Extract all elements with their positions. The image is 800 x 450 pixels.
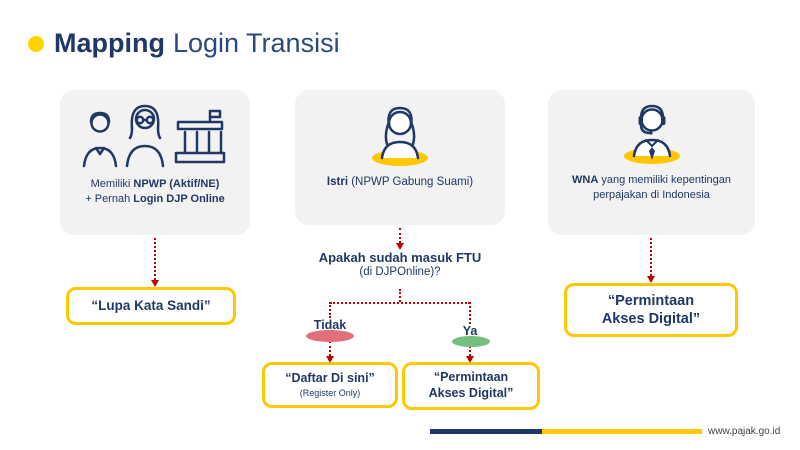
arrow-wna-to-permintaan [647,238,655,283]
istri-bold: Istri [326,176,349,188]
wna-regular: yang memiliki kepentingan perpajakan di … [593,174,731,201]
permintaan-center-line1: “Permintaan [433,370,509,385]
taxpayer-line2-bold: Login DJP Online [133,192,225,205]
woman-icon [125,104,165,168]
bullet-icon [28,35,44,52]
page-title-light: Login Transisi [172,28,340,58]
card-taxpayer-text: Memiliki NPWP (Aktif/NE) + Pernah Login … [85,177,225,207]
header: Mapping Login Transisi [28,28,340,59]
istri-regular: (NPWP Gabung Suami) [348,176,474,188]
branch-line-ya [469,302,471,324]
tidak-highlight-ellipse [306,330,354,342]
branch-label-ya: Ya [462,324,478,338]
wna-bold: WNA [572,174,599,186]
footer-bar-yellow [542,429,702,434]
permintaan-akses-digital-box-right: “Permintaan Akses Digital” [564,283,738,337]
man-icon [82,111,118,168]
arrow-taxpayer-to-lupa [151,238,159,287]
branch-line-tidak [329,302,331,318]
card-wna-text: WNA yang memiliki kepentingan perpajakan… [571,173,733,203]
register-only-label: (Register Only) [299,387,361,398]
permintaan-right-line1: “Permintaan [607,292,695,309]
building-icon [174,109,226,164]
branch-stub-line [399,289,401,302]
page-title: Mapping Login Transisi [54,28,340,59]
card-taxpayer: Memiliki NPWP (Aktif/NE) + Pernah Login … [60,90,250,235]
arrow-ya-to-permintaan [466,346,474,363]
daftar-di-sini-label: “Daftar Di sini” [285,371,375,386]
support-agent-icon [623,104,680,164]
ftu-question-line1: Apakah sudah masuk FTU [318,250,482,265]
page-title-bold: Mapping [54,28,165,58]
card-wna: WNA yang memiliki kepentingan perpajakan… [548,90,755,235]
istri-icon-wrap [358,104,442,168]
taxpayer-line1-bold: NPWP (Aktif/NE) [133,178,220,190]
woman-bust-icon [372,106,428,166]
card-istri-text: Istri (NPWP Gabung Suami) [327,175,473,191]
taxpayer-line2-regular: + Pernah [85,192,134,205]
permintaan-akses-digital-box-center: “Permintaan Akses Digital” [402,362,540,410]
daftar-di-sini-box: “Daftar Di sini” (Register Only) [262,362,398,408]
footer-bar-navy [430,429,542,434]
permintaan-right-line2: Akses Digital” [601,311,701,327]
ftu-question-line2: (di DJPOnline)? [359,266,441,278]
footer-url: www.pajak.go.id [708,426,781,437]
arrow-tidak-to-daftar [326,341,334,363]
taxpayer-icons [80,102,230,170]
arrow-istri-to-question [396,228,404,250]
permintaan-center-line2: Akses Digital” [428,386,514,400]
branch-horizontal-line [330,302,470,304]
ftu-question: Apakah sudah masuk FTU (di DJPOnline)? [295,250,505,278]
card-istri: Istri (NPWP Gabung Suami) [295,90,505,225]
lupa-kata-sandi-box: “Lupa Kata Sandi” [66,287,236,325]
card-taxpayer-line1: Memiliki NPWP (Aktif/NE) [85,177,225,192]
card-taxpayer-line2: + Pernah Login DJP Online [85,192,225,207]
taxpayer-line1-regular: Memiliki [90,178,134,190]
lupa-kata-sandi-label: “Lupa Kata Sandi” [91,297,211,313]
branch-label-tidak: Tidak [313,318,347,332]
ya-highlight-ellipse [452,336,490,347]
wna-icon-wrap [610,102,694,166]
